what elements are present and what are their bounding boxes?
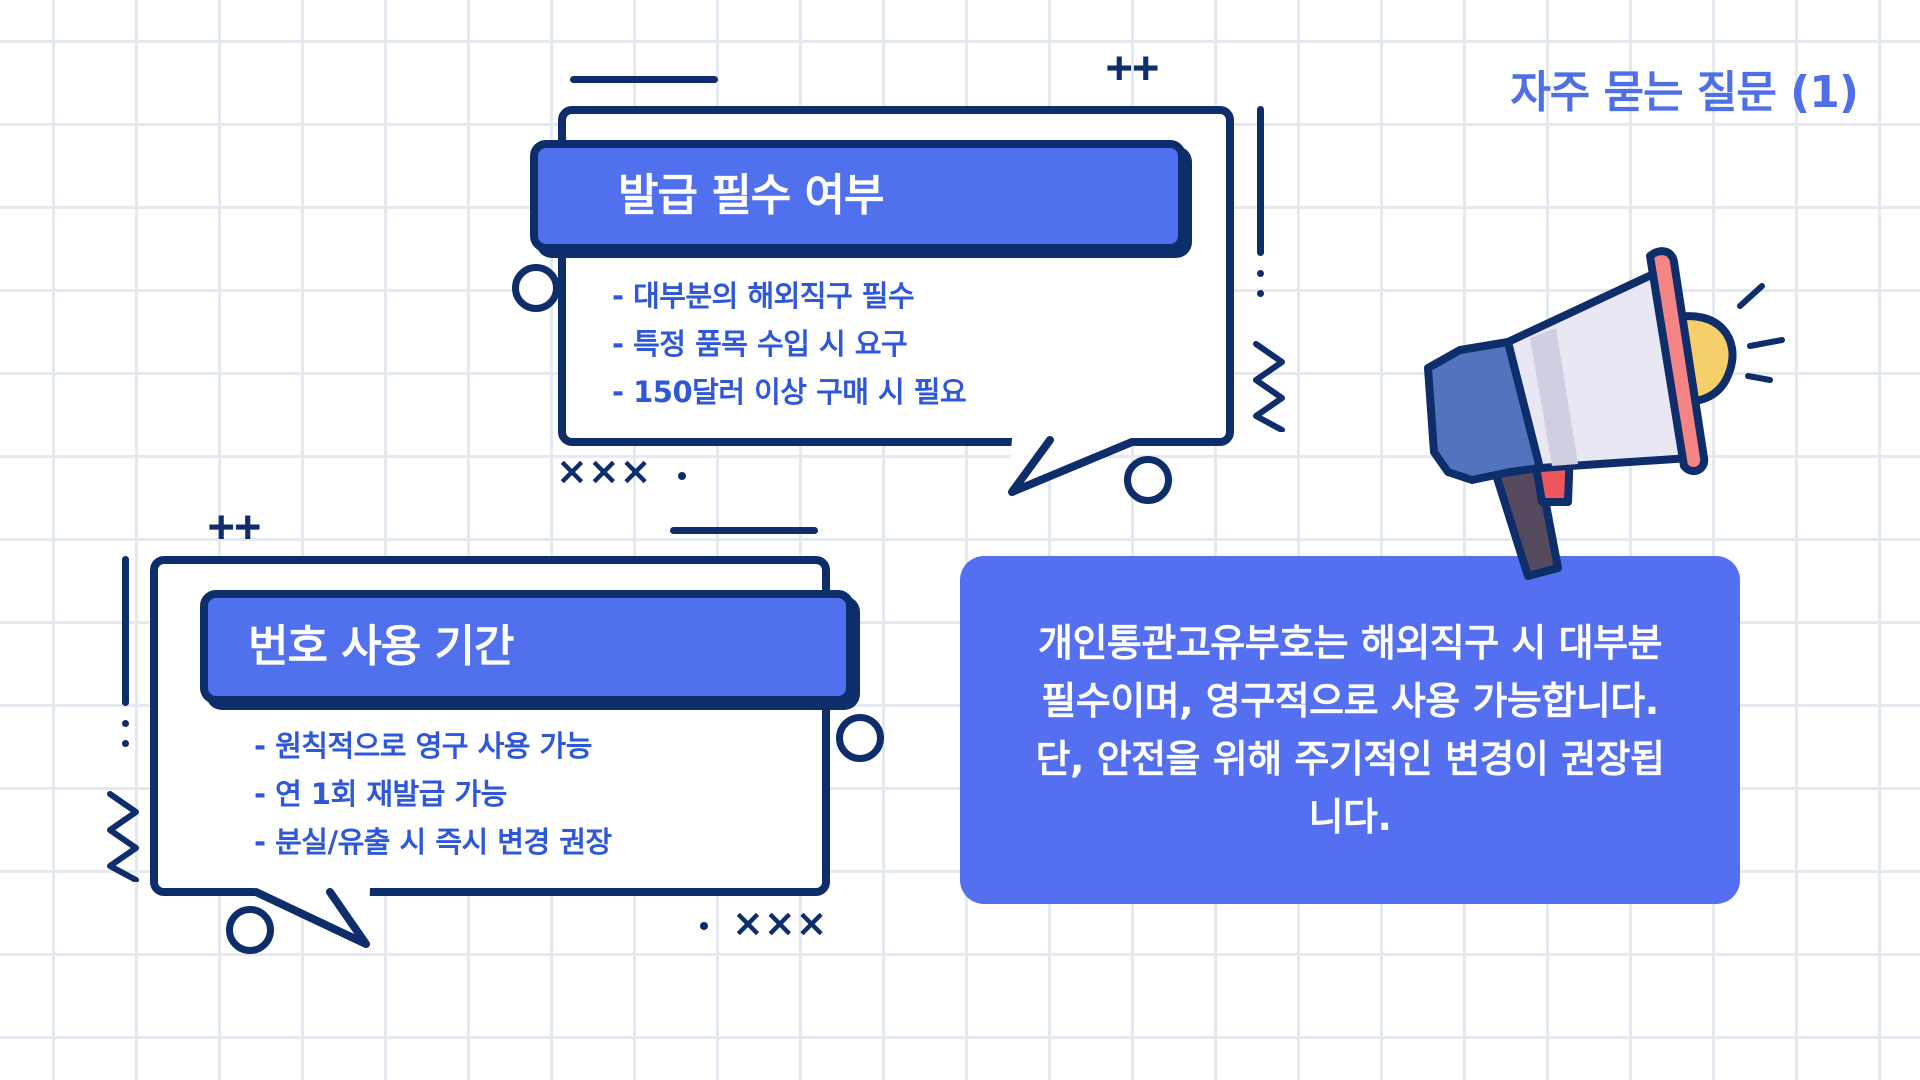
decor-line	[122, 556, 129, 706]
list-item: - 원칙적으로 영구 사용 가능	[254, 729, 592, 763]
card-heading: 발급 필수 여부	[618, 170, 885, 221]
decor-dot	[700, 922, 708, 930]
list-item: - 분실/유출 시 즉시 변경 권장	[254, 825, 612, 859]
card-list-issuance: - 대부분의 해외직구 필수 - 특정 품목 수입 시 요구 - 150달러 이…	[612, 272, 967, 416]
card-header-period: 번호 사용 기간	[200, 590, 854, 704]
speech-bubble-tail	[1008, 436, 1136, 496]
decor-circle	[836, 714, 884, 762]
decor-circle	[226, 906, 274, 954]
zigzag-icon	[1253, 341, 1285, 432]
decor-circle	[512, 264, 560, 312]
page-title: 자주 묻는 질문 (1)	[1510, 67, 1859, 118]
card-heading: 번호 사용 기간	[248, 621, 515, 672]
decor-plus-marks: ++	[208, 501, 261, 552]
decor-line	[670, 527, 818, 534]
list-item: - 특정 품목 수입 시 요구	[612, 327, 908, 361]
decor-x-marks: ×××	[556, 449, 652, 493]
decor-line	[1257, 106, 1264, 256]
decor-dot	[678, 472, 686, 480]
zigzag-icon	[107, 791, 139, 882]
info-text: 개인통관고유부호는 해외직구 시 대부분 필수이며, 영구적으로 사용 가능합니…	[1035, 621, 1665, 839]
decor-x-marks: ×××	[732, 901, 828, 945]
decor-plus-marks: ++	[1106, 42, 1159, 93]
speech-bubble-tail	[252, 888, 370, 948]
list-item: - 대부분의 해외직구 필수	[612, 279, 915, 313]
card-header-issuance: 발급 필수 여부	[530, 140, 1186, 252]
list-item: - 연 1회 재발급 가능	[254, 777, 507, 811]
decor-circle	[1124, 456, 1172, 504]
list-item: - 150달러 이상 구매 시 필요	[612, 375, 967, 409]
decor-line	[570, 76, 718, 83]
decor-dot	[1257, 270, 1264, 277]
card-list-period: - 원칙적으로 영구 사용 가능 - 연 1회 재발급 가능 - 분실/유출 시…	[254, 722, 612, 866]
decor-dot	[1257, 290, 1264, 297]
megaphone-icon	[1424, 247, 1785, 580]
decor-dot	[122, 740, 129, 747]
info-box: 개인통관고유부호는 해외직구 시 대부분 필수이며, 영구적으로 사용 가능합니…	[960, 556, 1740, 904]
decor-dot	[122, 720, 129, 727]
